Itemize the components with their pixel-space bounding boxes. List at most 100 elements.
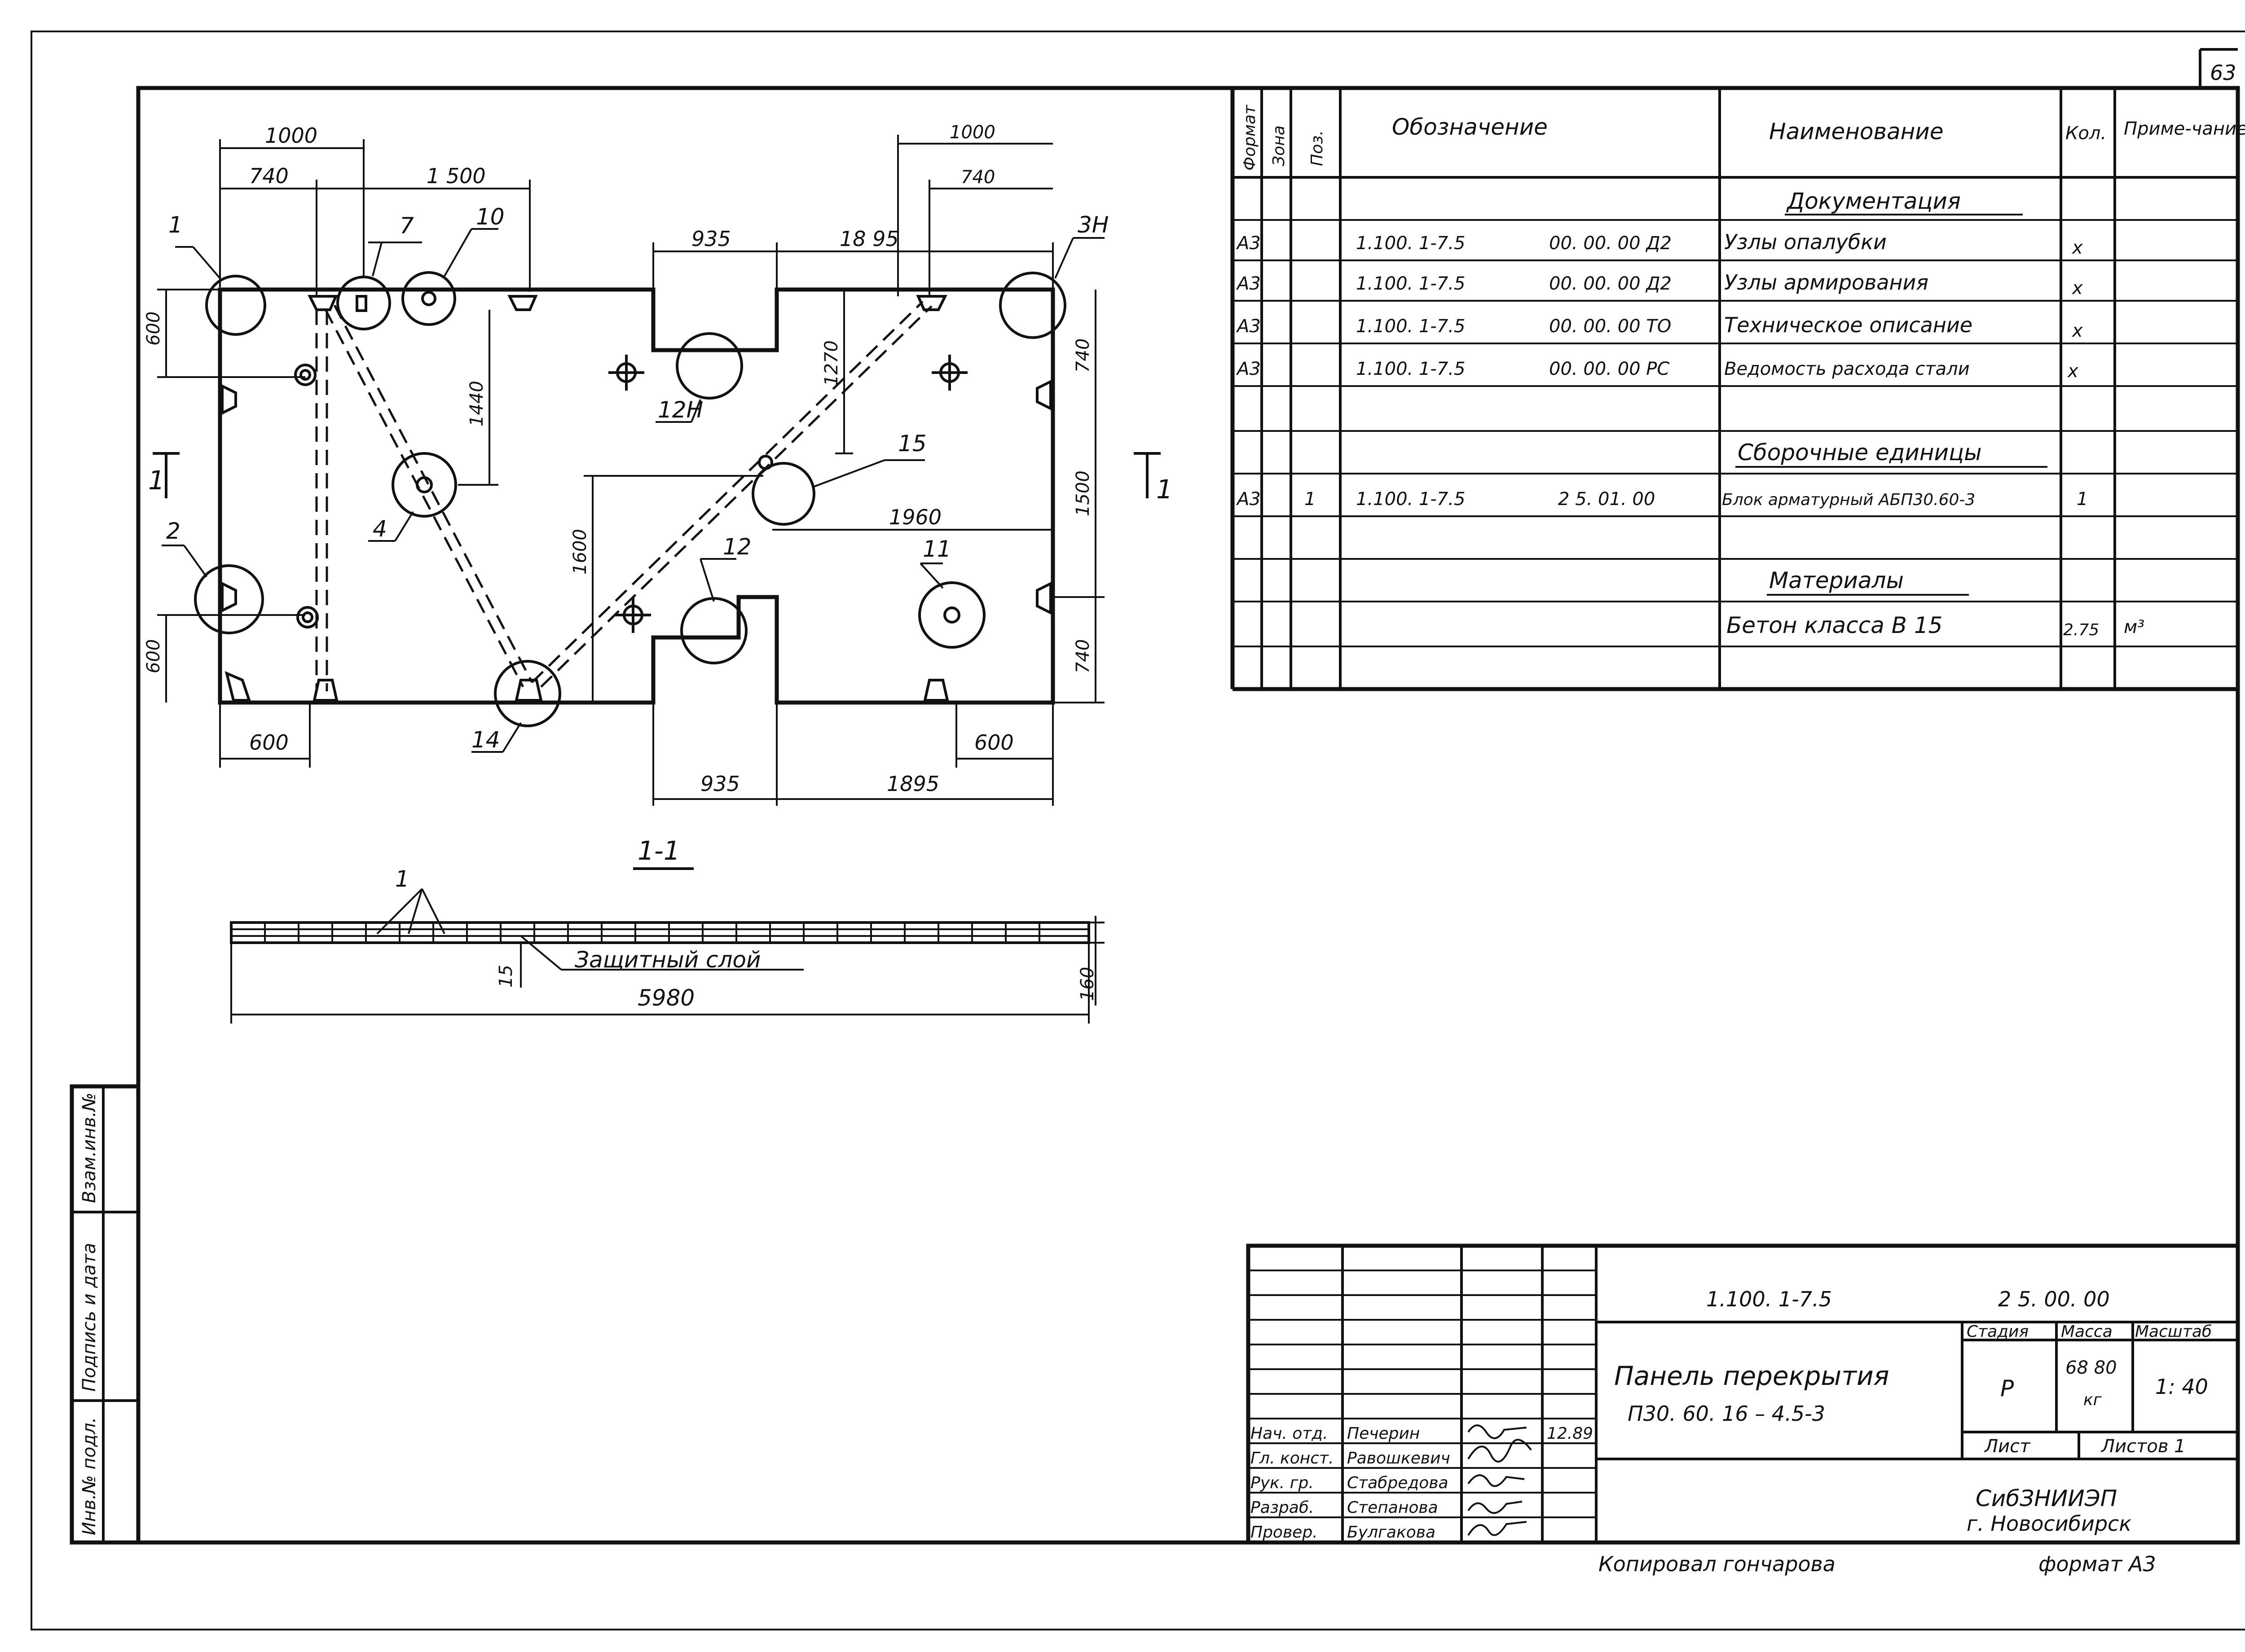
- spec-row5-qty: 1: [2077, 489, 2088, 510]
- tb-sig2-role: Гл. конст.: [1250, 1449, 1334, 1467]
- side-stamp: Инв.№ подл. Подпись и дата Взам.инв.№: [70, 1084, 141, 1545]
- dim-1440: 1440: [467, 381, 487, 426]
- sheet-number: 63: [2210, 61, 2236, 85]
- tb-sheets-label: Листов 1: [2100, 1436, 2186, 1457]
- spec-row5-pos: 1: [1304, 489, 1316, 510]
- tb-mass-label: Масса: [2061, 1322, 2113, 1341]
- dim-1600: 1600: [570, 529, 590, 575]
- dim-935-bot: 935: [700, 772, 740, 796]
- tb-title-line1: Панель перекрытия: [1614, 1361, 1889, 1391]
- section-cover-value: 15: [496, 965, 516, 988]
- section-mark-left: 1: [148, 465, 165, 496]
- dim-600-left-top: 600: [143, 312, 164, 346]
- spec-header-zone: Зона: [1270, 125, 1288, 166]
- dim-1000-left: 1000: [265, 123, 317, 148]
- tb-doc-suffix: 2 5. 00. 00: [1998, 1287, 2110, 1311]
- section-view: 1-1 1 Защитный слой 15 5980 160: [230, 835, 1105, 1024]
- tb-org-line1: СибЗНИИЭП: [1976, 1485, 2117, 1511]
- section-mark-right: 1: [1156, 474, 1173, 505]
- tb-sig1-date: 12.89: [1547, 1424, 1593, 1443]
- title-block: Нач. отд. Печерин 12.89 Гл. конст. Равош…: [1246, 1243, 2240, 1545]
- spec-table: Формат Зона Поз. Обозначение Наименовани…: [1230, 88, 2245, 691]
- tb-doc-code: 1.100. 1-7.5: [1706, 1287, 1832, 1311]
- spec-row3-qty: х: [2071, 321, 2083, 341]
- tb-sig4-role: Разраб.: [1250, 1498, 1314, 1517]
- spec-row2-suffix: 00. 00. 00 Д2: [1549, 273, 1672, 294]
- tb-sig5-role: Провер.: [1250, 1523, 1318, 1542]
- spec-row1-qty: х: [2071, 237, 2083, 258]
- section-stirrups: [264, 923, 1040, 943]
- callout-2: 2: [166, 518, 180, 544]
- handwritten-signatures: [1467, 1424, 1532, 1536]
- dim-600-bot-right: 600: [974, 730, 1014, 755]
- dim-1000-right: 1000: [950, 122, 995, 143]
- spec-row1-suffix: 00. 00. 00 Д2: [1549, 233, 1672, 254]
- spec-row5-name: Блок арматурный АБП30.60-3: [1722, 491, 1975, 509]
- tb-sig1-role: Нач. отд.: [1250, 1424, 1328, 1443]
- spec-header-qty: Кол.: [2065, 123, 2106, 144]
- spec-row4-code: 1.100. 1-7.5: [1356, 359, 1465, 379]
- spec-header-pos: Поз.: [1308, 130, 1326, 166]
- copied-by: Копировал гончарова: [1598, 1552, 1836, 1576]
- dim-1500-right: 1500: [1073, 470, 1093, 516]
- spec-row2-format: А3: [1236, 273, 1261, 294]
- callout-3n: 3Н: [1078, 212, 1109, 238]
- callout-4: 4: [373, 516, 387, 542]
- tb-sig5-name: Булгакова: [1347, 1523, 1435, 1542]
- spec-row4-name: Ведомость расхода стали: [1724, 359, 1970, 379]
- spec-section-docs: Документация: [1786, 188, 1961, 214]
- spec-row5-code: 1.100. 1-7.5: [1356, 489, 1465, 510]
- callout-14: 14: [471, 727, 500, 753]
- tb-org-line2: г. Новосибирск: [1967, 1511, 2131, 1536]
- format-label: формат А3: [2038, 1552, 2156, 1576]
- side-inv-orig: Инв.№ подл.: [79, 1417, 100, 1535]
- spec-row4-qty: х: [2067, 361, 2078, 382]
- tb-stage: Р: [2000, 1375, 2014, 1402]
- tb-stage-label: Стадия: [1967, 1322, 2029, 1341]
- dim-1895-bot: 1895: [887, 772, 939, 796]
- spec-section-assembly: Сборочные единицы: [1738, 439, 1982, 466]
- section-rebar-mark: 1: [395, 866, 409, 892]
- section-height: 160: [1077, 967, 1098, 1001]
- spec-section-materials: Материалы: [1769, 567, 1904, 593]
- spec-row3-format: А3: [1236, 316, 1261, 337]
- callout-1: 1: [168, 212, 183, 238]
- dim-1960: 1960: [889, 505, 942, 529]
- spec-row6-note: м³: [2124, 617, 2144, 637]
- spec-row2-name: Узлы армирования: [1724, 270, 1928, 294]
- tb-sig4-name: Степанова: [1347, 1498, 1438, 1517]
- tb-sig3-name: Стабредова: [1347, 1474, 1448, 1492]
- spec-row6-qty: 2.75: [2063, 621, 2099, 639]
- callout-10: 10: [476, 204, 505, 230]
- spec-row6-name: Бетон класса В 15: [1726, 612, 1943, 638]
- tb-sig3-role: Рук. гр.: [1250, 1474, 1314, 1492]
- tb-mass: 68 80: [2065, 1358, 2117, 1378]
- spec-row1-code: 1.100. 1-7.5: [1356, 233, 1465, 254]
- callout-7: 7: [400, 213, 414, 239]
- tb-sheet-label: Лист: [1984, 1436, 2031, 1457]
- spec-row5-format: А3: [1236, 489, 1261, 510]
- dim-740-right-top: 740: [1073, 338, 1093, 373]
- section-length: 5980: [638, 985, 695, 1011]
- spec-row1-name: Узлы опалубки: [1724, 230, 1887, 254]
- side-sign-date: Подпись и дата: [79, 1243, 100, 1392]
- inner-frame: [136, 86, 2240, 1545]
- callout-12n: 12Н: [658, 397, 703, 423]
- spec-header-note: Приме-чание: [2124, 119, 2245, 139]
- dim-1500-top: 1 500: [427, 164, 486, 188]
- dim-1895-top: 18 95: [840, 227, 899, 251]
- section-title: 1-1: [638, 835, 680, 866]
- spec-row3-suffix: 00. 00. 00 ТО: [1549, 316, 1671, 337]
- spec-row1-format: А3: [1236, 233, 1261, 254]
- spec-row3-code: 1.100. 1-7.5: [1356, 316, 1465, 337]
- side-inv-replace: Взам.инв.№: [79, 1093, 100, 1203]
- outer-border: [31, 31, 2245, 1630]
- tb-title-line2: П30. 60. 16 – 4.5-3: [1628, 1402, 1825, 1426]
- dim-1270: 1270: [821, 340, 842, 386]
- spec-row2-qty: х: [2071, 278, 2083, 299]
- spec-row3-name: Техническое описание: [1724, 313, 1972, 337]
- dim-740-right: 740: [961, 167, 995, 188]
- spec-row2-code: 1.100. 1-7.5: [1356, 273, 1465, 294]
- section-cover-label: Защитный слой: [575, 947, 761, 973]
- spec-header-designation: Обозначение: [1392, 114, 1548, 140]
